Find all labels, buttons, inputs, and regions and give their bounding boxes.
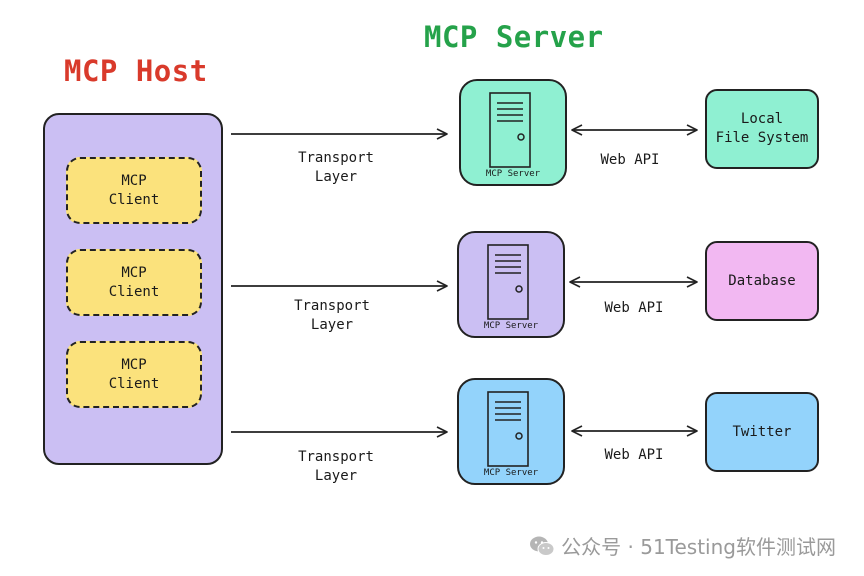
server-rack-icon bbox=[487, 391, 529, 467]
transport-layer-label-1: Transport Layer bbox=[298, 150, 374, 185]
mcp-server-3: MCP Server bbox=[457, 378, 565, 485]
watermark: 公众号 · 51Testing软件测试网 bbox=[529, 531, 836, 560]
mcp-server-1: MCP Server bbox=[459, 79, 567, 186]
mcp-client-1: MCP Client bbox=[66, 157, 202, 224]
web-api-label-3: Web API bbox=[604, 447, 664, 463]
local-file-system-box: Local File System bbox=[705, 89, 819, 169]
transport-layer-label-2: Transport Layer bbox=[294, 298, 370, 333]
mcp-server-caption-3: MCP Server bbox=[483, 468, 539, 478]
wechat-icon bbox=[530, 536, 555, 556]
server-rack-icon bbox=[487, 244, 529, 320]
mcp-client-2: MCP Client bbox=[66, 249, 202, 316]
watermark-text: 公众号 · 51Testing软件测试网 bbox=[561, 535, 836, 559]
mcp-client-3: MCP Client bbox=[66, 341, 202, 408]
twitter-box: Twitter bbox=[705, 392, 819, 472]
mcp-server-caption-2: MCP Server bbox=[483, 321, 539, 331]
database-box: Database bbox=[705, 241, 819, 321]
web-api-label-2: Web API bbox=[604, 300, 664, 316]
mcp-server-title: MCP Server bbox=[424, 20, 604, 54]
server-rack-icon bbox=[489, 92, 531, 168]
mcp-server-caption-1: MCP Server bbox=[485, 169, 541, 179]
mcp-host-title: MCP Host bbox=[64, 54, 208, 88]
transport-layer-label-3: Transport Layer bbox=[298, 449, 374, 484]
mcp-server-2: MCP Server bbox=[457, 231, 565, 338]
web-api-label-1: Web API bbox=[600, 152, 660, 168]
